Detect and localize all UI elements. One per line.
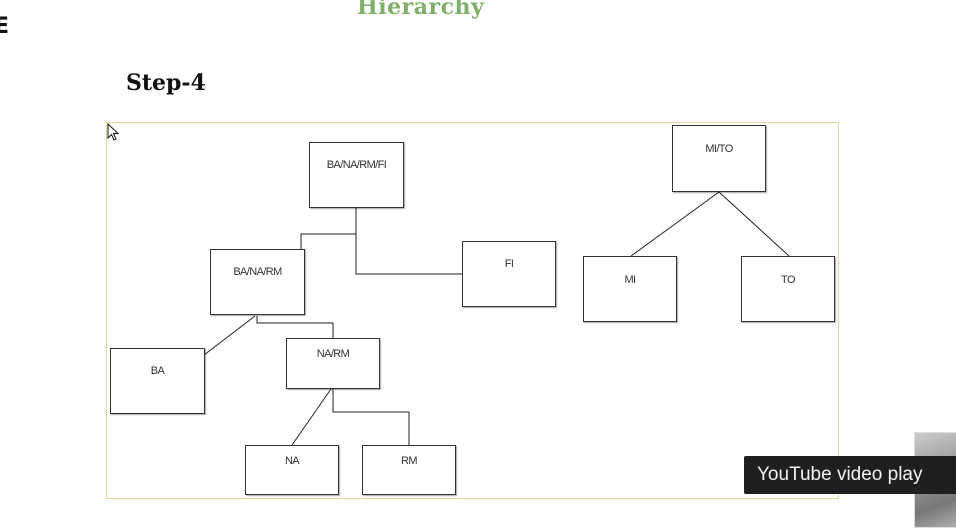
- node-mi-to-label: MI/TO: [705, 143, 733, 155]
- section-title: Hierarchy: [357, 0, 485, 20]
- node-ba-na-rm-label: BA/NA/RM: [233, 266, 282, 278]
- step-title: Step-4: [126, 70, 206, 96]
- edge-na-rm-na: [291, 388, 332, 446]
- node-root-label: BA/NA/RM/FI: [326, 159, 387, 171]
- node-na: NA: [245, 445, 339, 495]
- edge-mi-to-mi: [630, 191, 720, 257]
- node-mi: MI: [583, 256, 677, 322]
- node-fi-label: FI: [504, 258, 514, 270]
- youtube-tooltip: YouTube video play: [744, 456, 956, 494]
- node-rm: RM: [362, 445, 456, 495]
- node-to: TO: [741, 256, 835, 322]
- connector-lines: [203, 191, 790, 446]
- node-ba-label: BA: [150, 365, 165, 377]
- edge-root-ba-na-rm: [300, 208, 357, 254]
- node-rm-label: RM: [401, 455, 418, 467]
- edge-root-fi: [355, 234, 462, 275]
- node-ba-na-rm: BA/NA/RM: [210, 249, 305, 315]
- node-na-label: NA: [284, 455, 300, 467]
- edge-letter: E: [0, 14, 10, 39]
- edge-mi-to-to: [718, 191, 790, 257]
- edge-na-rm-rm: [332, 389, 410, 445]
- node-ba: BA: [110, 348, 205, 414]
- node-na-rm-label: NA/RM: [316, 348, 350, 360]
- node-mi-label: MI: [624, 274, 636, 286]
- edge-ba-na-rm-na-rm: [256, 316, 334, 338]
- node-to-label: TO: [781, 274, 795, 286]
- node-root: BA/NA/RM/FI: [309, 142, 404, 208]
- node-mi-to: MI/TO: [672, 125, 766, 192]
- hierarchy-diagram: BA/NA/RM/FI BA/NA/RM FI BA NA/RM NA RM M…: [106, 122, 839, 499]
- node-na-rm: NA/RM: [286, 338, 380, 389]
- mouse-cursor-icon: [107, 123, 120, 141]
- node-fi: FI: [462, 241, 556, 307]
- edge-ba-na-rm-ba: [203, 315, 256, 356]
